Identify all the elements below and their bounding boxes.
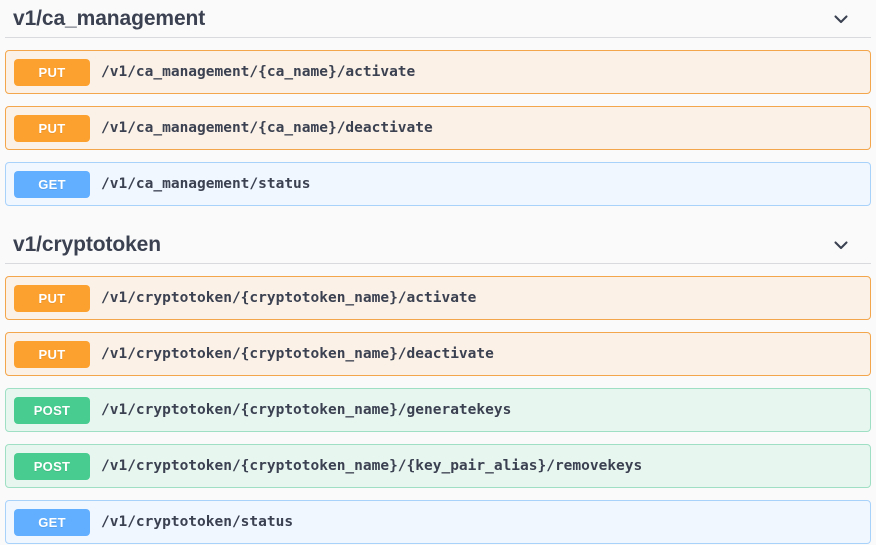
operation-path: /v1/cryptotoken/status xyxy=(101,514,294,530)
operation-list: PUT /v1/cryptotoken/{cryptotoken_name}/a… xyxy=(5,276,871,544)
operation-row-get[interactable]: GET /v1/ca_management/status xyxy=(5,162,871,206)
operation-row-put[interactable]: PUT /v1/cryptotoken/{cryptotoken_name}/a… xyxy=(5,276,871,320)
tag-title: v1/ca_management xyxy=(13,7,206,30)
operation-path: /v1/cryptotoken/{cryptotoken_name}/activ… xyxy=(101,290,477,306)
operation-row-put[interactable]: PUT /v1/ca_management/{ca_name}/activate xyxy=(5,50,871,94)
tag-header-v1-cryptotoken[interactable]: v1/cryptotoken xyxy=(5,226,871,264)
operation-path: /v1/cryptotoken/{cryptotoken_name}/deact… xyxy=(101,346,494,362)
api-tag-section-v1-cryptotoken: v1/cryptotoken PUT /v1/cryptotoken/{cryp… xyxy=(0,226,876,544)
http-method-badge-put: PUT xyxy=(14,114,90,142)
http-method-badge-post: POST xyxy=(14,396,90,424)
operation-path: /v1/cryptotoken/{cryptotoken_name}/gener… xyxy=(101,402,512,418)
operation-row-put[interactable]: PUT /v1/cryptotoken/{cryptotoken_name}/d… xyxy=(5,332,871,376)
http-method-badge-put: PUT xyxy=(14,340,90,368)
operation-path: /v1/ca_management/{ca_name}/activate xyxy=(101,64,416,80)
http-method-badge-put: PUT xyxy=(14,284,90,312)
operation-path: /v1/ca_management/status xyxy=(101,176,311,192)
http-method-badge-get: GET xyxy=(14,170,90,198)
tag-title: v1/cryptotoken xyxy=(13,233,161,256)
operation-path: /v1/ca_management/{ca_name}/deactivate xyxy=(101,120,433,136)
tag-header-v1-ca-management[interactable]: v1/ca_management xyxy=(5,0,871,38)
operation-row-get[interactable]: GET /v1/cryptotoken/status xyxy=(5,500,871,544)
api-tag-section-v1-ca-management: v1/ca_management PUT /v1/ca_management/{… xyxy=(0,0,876,206)
operation-row-put[interactable]: PUT /v1/ca_management/{ca_name}/deactiva… xyxy=(5,106,871,150)
section-spacer xyxy=(0,206,876,226)
operation-path: /v1/cryptotoken/{cryptotoken_name}/{key_… xyxy=(101,458,643,474)
operation-list: PUT /v1/ca_management/{ca_name}/activate… xyxy=(5,50,871,206)
http-method-badge-put: PUT xyxy=(14,58,90,86)
chevron-down-icon[interactable] xyxy=(830,234,852,256)
http-method-badge-get: GET xyxy=(14,508,90,536)
operation-row-post[interactable]: POST /v1/cryptotoken/{cryptotoken_name}/… xyxy=(5,388,871,432)
http-method-badge-post: POST xyxy=(14,452,90,480)
operation-row-post[interactable]: POST /v1/cryptotoken/{cryptotoken_name}/… xyxy=(5,444,871,488)
chevron-down-icon[interactable] xyxy=(830,8,852,30)
